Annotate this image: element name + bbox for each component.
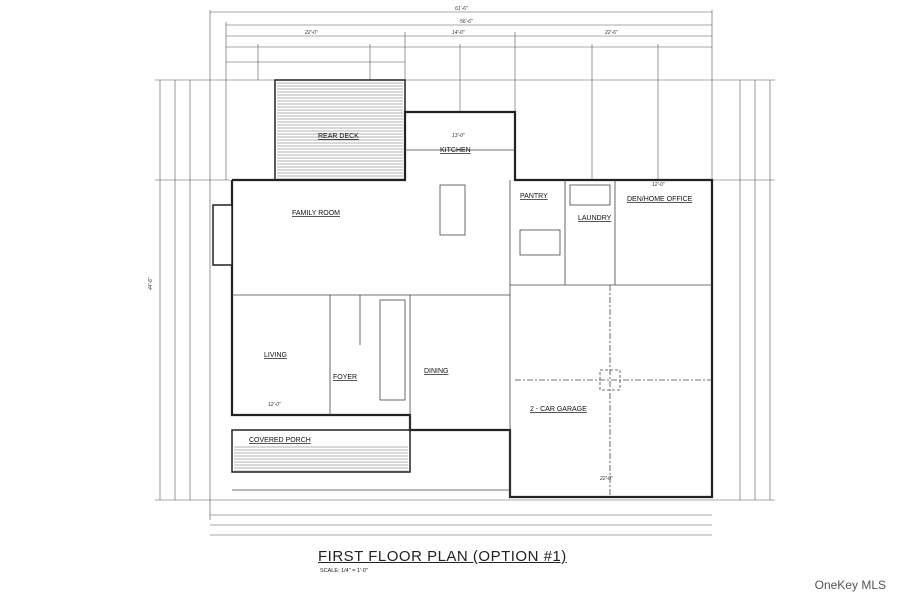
dim-left: 22'-0": [304, 30, 318, 36]
dim-house: 56'-6": [460, 19, 473, 25]
label-dining: DINING: [424, 368, 449, 375]
dim-living: 12'-0": [268, 402, 281, 408]
dim-den: 12'-0": [652, 182, 665, 188]
label-laundry: LAUNDRY: [578, 215, 612, 222]
fireplace: [212, 204, 233, 266]
label-living: LIVING: [264, 352, 287, 359]
rear-deck: [274, 79, 406, 181]
dim-garage: 22'-0": [599, 476, 613, 482]
dim-overall: 61'-6": [455, 6, 468, 12]
label-den: DEN/HOME OFFICE: [627, 196, 693, 203]
plan-title: FIRST FLOOR PLAN (OPTION #1): [318, 548, 567, 565]
label-pantry: PANTRY: [520, 193, 548, 200]
dimension-lines-side: [155, 79, 775, 536]
dimension-labels: 61'-6" 56'-6" 22'-0" 14'-0" 22'-6" 44'-6…: [148, 6, 665, 482]
dim-right: 22'-6": [604, 30, 618, 36]
label-garage: 2 - CAR GARAGE: [530, 406, 587, 413]
label-covered-porch: COVERED PORCH: [249, 437, 311, 444]
label-foyer: FOYER: [333, 374, 357, 381]
room-labels: REAR DECK KITCHEN FAMILY ROOM PANTRY LAU…: [249, 133, 693, 444]
dim-mid: 14'-0": [452, 30, 465, 36]
dim-kitchen: 13'-0": [452, 133, 465, 139]
covered-porch: [231, 429, 411, 473]
label-rear-deck: REAR DECK: [318, 133, 359, 140]
dimension-lines-top: [209, 10, 713, 520]
interior-walls: [232, 149, 712, 497]
watermark: OneKey MLS: [814, 578, 886, 592]
label-family-room: FAMILY ROOM: [292, 210, 340, 217]
dim-depth: 44'-6": [148, 277, 154, 290]
label-kitchen: KITCHEN: [440, 147, 471, 154]
plan-scale: SCALE: 1/4" = 1'-0": [320, 568, 368, 574]
